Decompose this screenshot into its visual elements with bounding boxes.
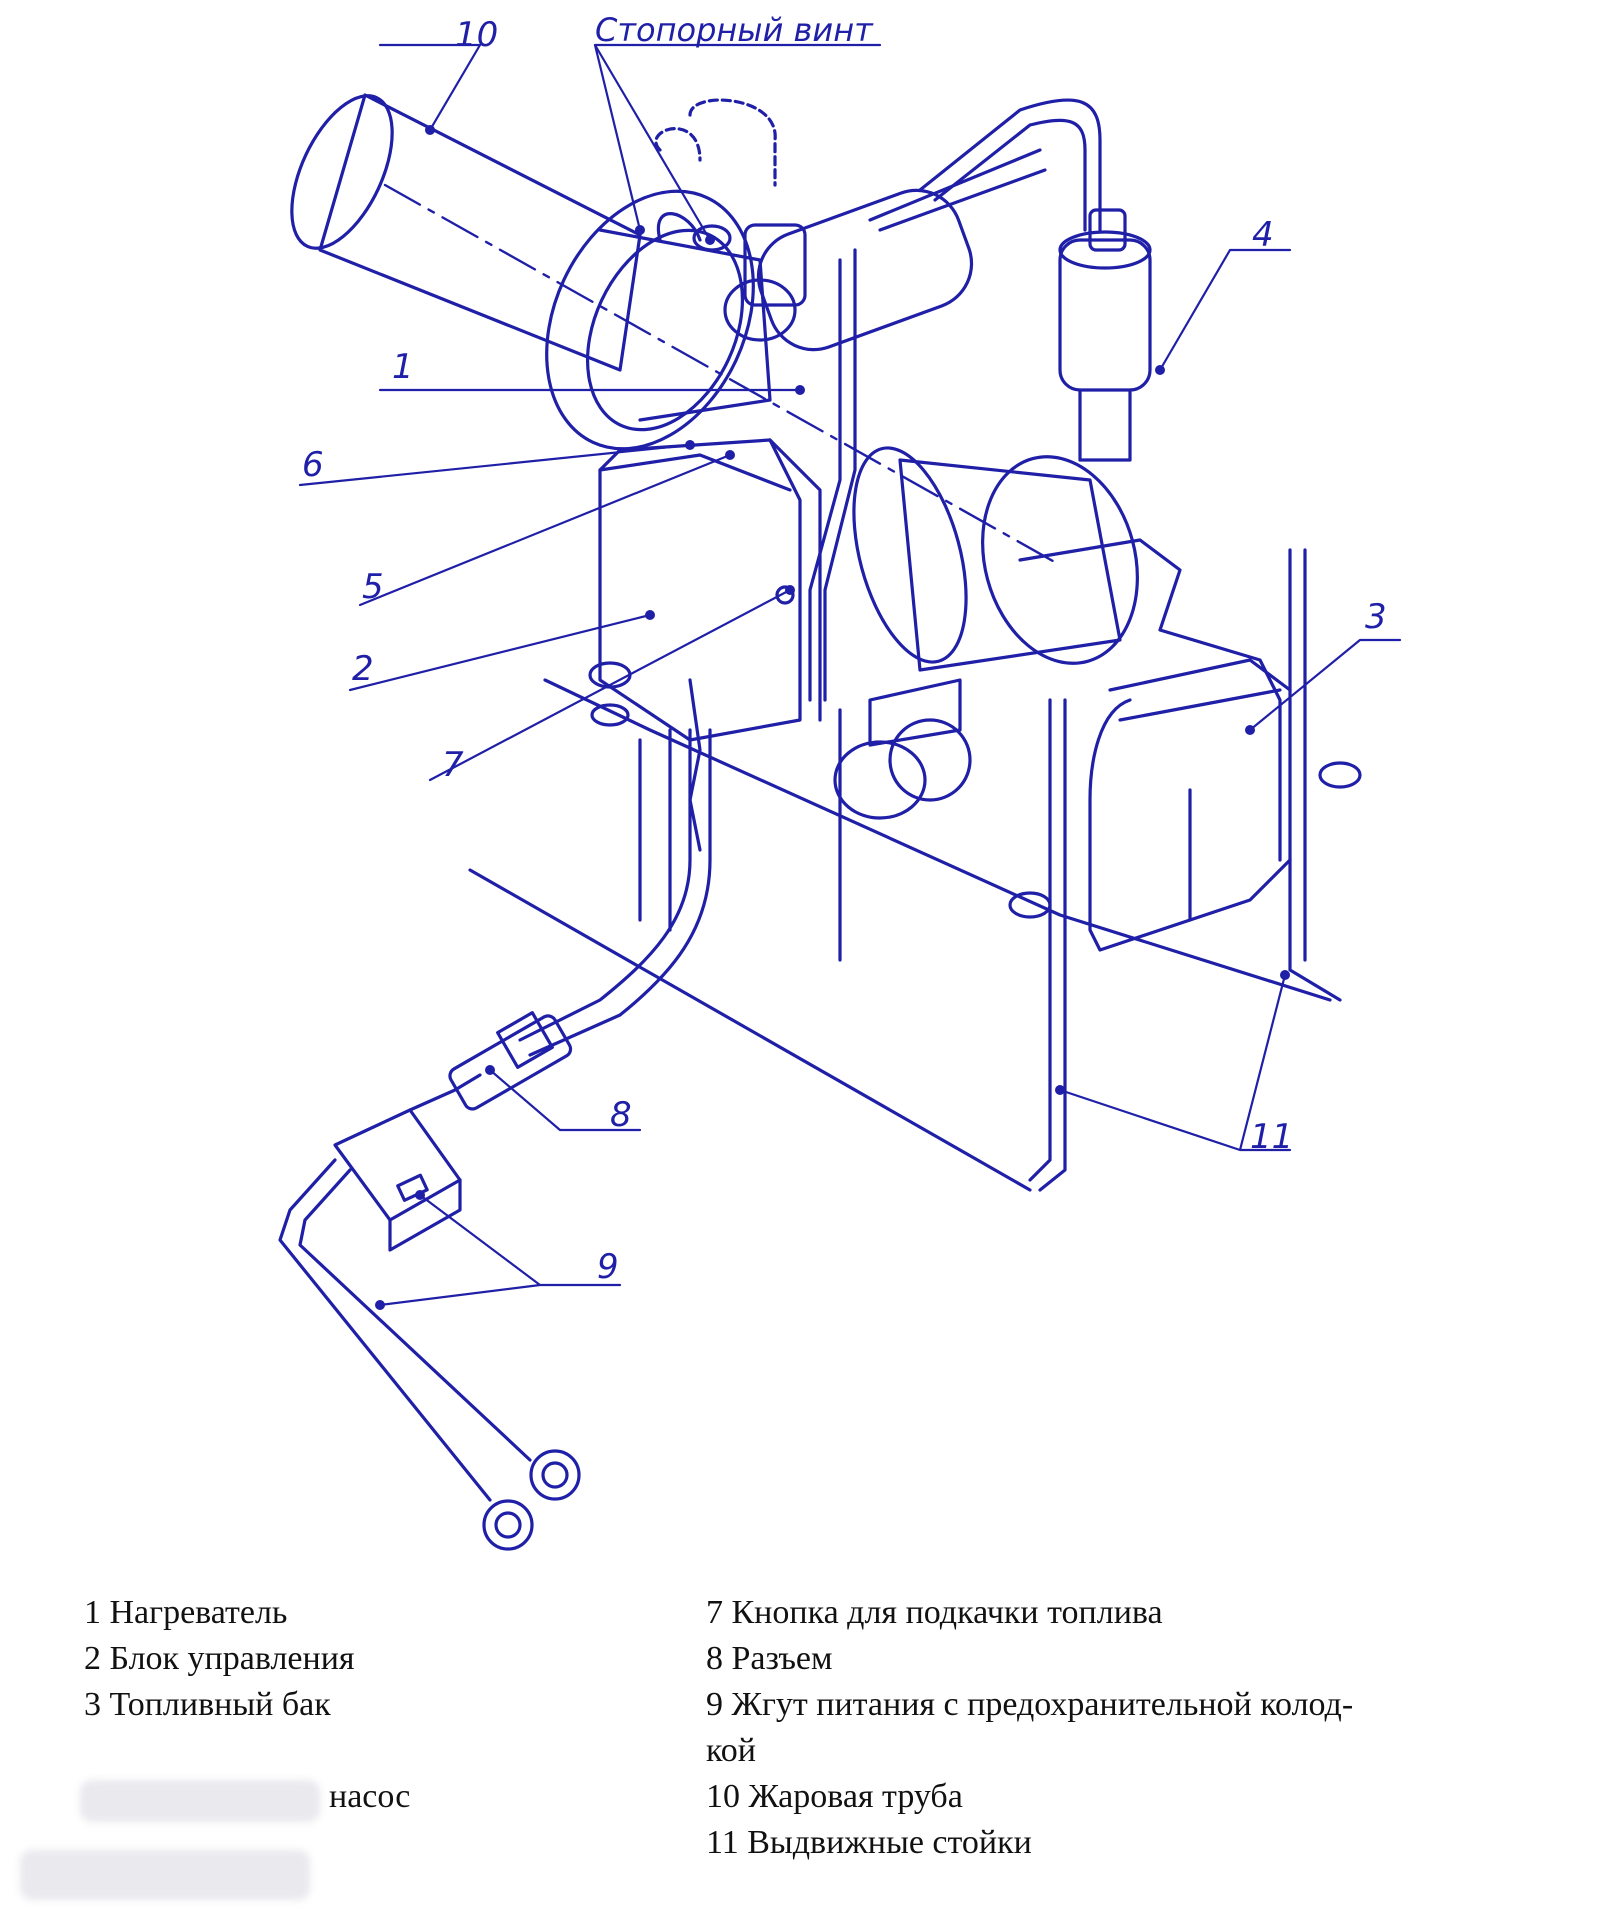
callout-7: 7	[442, 745, 464, 785]
connector-8	[448, 1011, 573, 1111]
callout-9: 9	[597, 1247, 619, 1287]
combustion-tube	[290, 93, 1062, 567]
wing-nuts	[588, 224, 1362, 919]
callout-2: 2	[352, 649, 374, 689]
callout-1: 1	[392, 347, 414, 387]
leader-dots	[375, 125, 1290, 1310]
heater-body	[545, 189, 797, 451]
fuse-block	[333, 1073, 482, 1252]
legend-item: 3 Топливный бак	[84, 1686, 331, 1723]
fuel-filter	[1058, 208, 1152, 462]
obscured-legend-area	[20, 1850, 310, 1900]
motor-cylinder	[852, 446, 1139, 672]
heater-assembly-drawing	[278, 43, 1402, 1551]
control-unit-box	[598, 438, 822, 742]
callout-8: 8	[610, 1095, 632, 1135]
power-lead-pipe	[518, 728, 712, 1057]
legend-item: 2 Блок управления	[84, 1640, 355, 1677]
power-harness	[278, 1158, 581, 1551]
legend-item: кой	[706, 1732, 756, 1769]
callout-6: 6	[302, 445, 324, 485]
callout-10: 10	[455, 15, 499, 55]
legend-item	[84, 1728, 644, 1774]
leader-lines	[298, 43, 1402, 1307]
legend-item: 10 Жаровая труба	[706, 1778, 963, 1815]
obscured-legend-area	[80, 1780, 320, 1822]
legend-right: 7 Кнопка для подкачки топлива 8 Разъем 9…	[706, 1590, 1526, 1866]
callout-5: 5	[362, 567, 384, 607]
legend-item: 8 Разъем	[706, 1640, 833, 1677]
legend-left: 1 Нагреватель 2 Блок управления 3 Топлив…	[84, 1590, 644, 1820]
legend-item: 7 Кнопка для подкачки топлива	[706, 1594, 1163, 1631]
callout-stop-screw: Стопорный винт	[595, 11, 873, 49]
legend-item: 1 Нагреватель	[84, 1594, 288, 1631]
base-frame	[468, 678, 1332, 1192]
callout-11: 11	[1250, 1117, 1294, 1157]
fuel-tank-frame	[1018, 538, 1342, 1002]
fuel-pipes-top	[808, 98, 1102, 702]
legend-item: насос	[329, 1778, 411, 1815]
callout-3: 3	[1365, 597, 1387, 637]
legend-item: 9 Жгут питания с предохранительной колод…	[706, 1686, 1354, 1723]
legend-item: 11 Выдвижные стойки	[706, 1824, 1032, 1861]
callout-4: 4	[1252, 215, 1274, 255]
